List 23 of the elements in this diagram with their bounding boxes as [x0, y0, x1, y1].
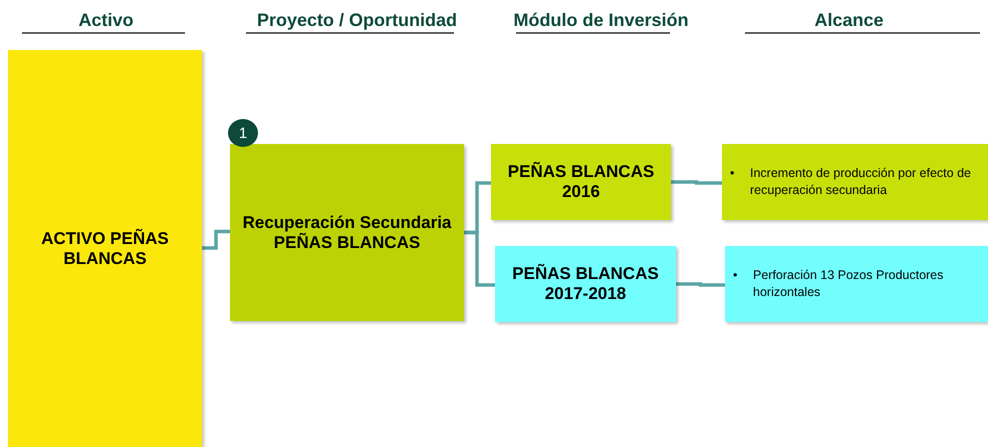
project-box: [230, 144, 464, 321]
bullet-marker: •: [730, 165, 736, 182]
column-header: Módulo de Inversión: [514, 10, 688, 31]
bullet-text: Incremento de producción por efecto de recuperación secundaria: [750, 165, 972, 199]
node-label: PEÑAS BLANCAS 2016: [506, 162, 656, 202]
node-label: ACTIVO PEÑAS BLANCAS: [40, 228, 170, 268]
number-badge: 1: [228, 119, 258, 147]
module-box: [495, 246, 676, 322]
connector-line: [671, 180, 722, 185]
connector-line: [202, 230, 230, 250]
connector-line: [464, 230, 495, 287]
scope-box: [722, 144, 988, 220]
node-label: PEÑAS BLANCAS 2017-2018: [511, 264, 660, 304]
column-header: Proyecto / Oportunidad: [257, 10, 457, 31]
column-header: Alcance: [814, 10, 884, 31]
node-label: Recuperación Secundaria PEÑAS BLANCAS: [242, 212, 452, 252]
asset-box: [8, 50, 202, 447]
connector-line: [676, 282, 725, 287]
bullet-text: Perforación 13 Pozos Productores horizontales: [753, 267, 944, 301]
scope-box: [725, 246, 988, 322]
bullet-marker: •: [733, 267, 738, 284]
module-box: [491, 144, 671, 220]
column-header: Activo: [78, 10, 134, 31]
